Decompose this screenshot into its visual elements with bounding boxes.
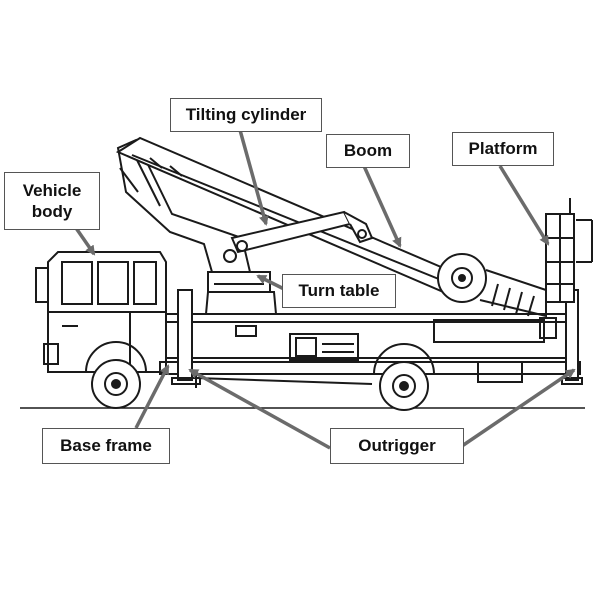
leader-tilting-cylinder — [238, 129, 269, 226]
label-base-frame: Base frame — [42, 428, 170, 464]
tilting-cylinder — [230, 210, 374, 254]
leader-platform — [498, 165, 550, 246]
leader-outrigger-right — [461, 368, 576, 448]
wheel-front — [85, 341, 147, 409]
platform-basket — [545, 198, 593, 303]
boom-mast — [116, 138, 252, 273]
outrigger-legs — [171, 289, 583, 385]
boom-head — [437, 253, 547, 318]
label-outrigger: Outrigger — [330, 428, 464, 464]
label-platform: Platform — [452, 132, 554, 166]
label-boom: Boom — [326, 134, 410, 168]
label-tilting-cylinder: Tilting cylinder — [170, 98, 322, 132]
truck-cab — [35, 251, 167, 373]
truck-chassis — [159, 313, 581, 388]
leader-boom — [362, 165, 402, 248]
label-turn-table: Turn table — [282, 274, 396, 308]
turn-table — [204, 271, 278, 315]
label-vehicle-body: Vehicle body — [4, 172, 100, 230]
leader-outrigger-left — [188, 368, 331, 450]
leader-vehicle-body — [74, 227, 96, 256]
wheel-rear — [373, 343, 435, 411]
leader-base-frame — [134, 364, 170, 429]
